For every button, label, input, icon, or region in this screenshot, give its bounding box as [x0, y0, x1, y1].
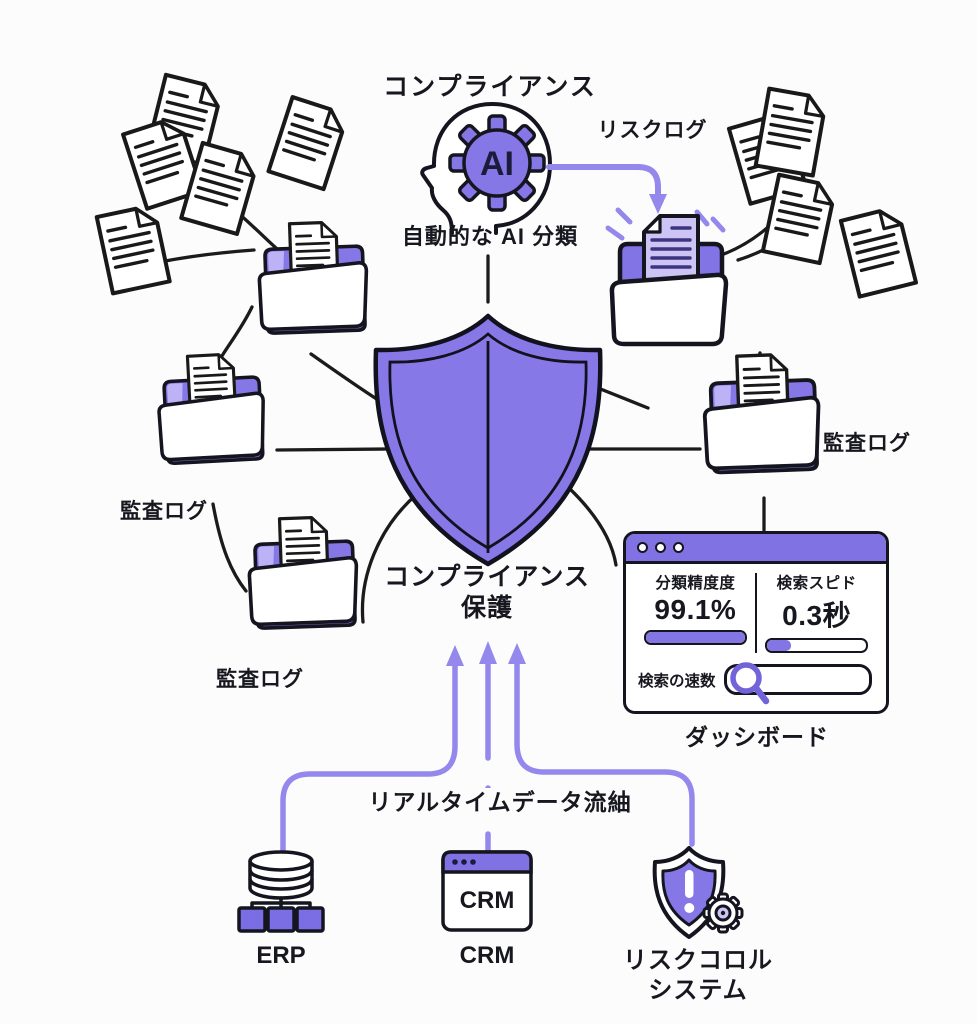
stats-divider: [754, 573, 758, 653]
head-ai-icon: AI: [420, 102, 552, 235]
dashboard-titlebar: [626, 534, 886, 564]
shield-icon: [373, 313, 603, 567]
progress-fill: [646, 632, 745, 643]
risk-log-label: リスクログ: [597, 119, 708, 142]
hero-title: コンプライアンス: [383, 73, 597, 101]
document-icon: [753, 86, 829, 178]
ai-gear-text: AI: [480, 145, 514, 183]
folder-icon-audit-left: [156, 352, 266, 463]
stat-accuracy-label: 分類精度度: [655, 575, 736, 592]
window-dot: [673, 542, 684, 553]
flow-lines: [280, 641, 695, 853]
dashboard-caption: ダッシボード: [685, 724, 829, 750]
dashboard-stats: 分類精度度 99.1% 検索スピド 0.3秒: [626, 564, 886, 657]
audit-log-label-right: 監査ログ: [823, 432, 911, 455]
shield-caption: コンプライアンス 保護: [337, 562, 637, 625]
search-label: 検索の速数: [638, 672, 716, 690]
risk-control-icon: [652, 846, 744, 939]
stat-speed-value: 0.3秒: [782, 600, 852, 631]
document-icon: [94, 203, 172, 296]
dashboard-search-row: 検索の速数: [626, 657, 886, 705]
sparkle-rays: [605, 207, 726, 241]
stat-accuracy: 分類精度度 99.1%: [638, 571, 753, 653]
audit-log-label-lower: 監査ログ: [216, 668, 304, 691]
document-icon: [266, 95, 350, 192]
document-cluster-right: [726, 86, 918, 299]
progress-fill: [767, 640, 791, 651]
window-dot: [637, 542, 648, 553]
gear-small-icon: [702, 892, 744, 934]
audit-log-label-left: 監査ログ: [120, 500, 208, 523]
realtime-flow-label: リアルタイムデータ流紬: [330, 788, 670, 817]
erp-label: ERP: [256, 942, 306, 969]
progress-bar-speed: [765, 638, 868, 653]
progress-bar-accuracy: [644, 630, 747, 645]
risk-system-label: リスクコロル システム: [588, 946, 808, 1006]
shield-caption-line1: コンプライアンス: [384, 563, 590, 591]
crm-label: CRM: [459, 942, 515, 969]
crm-window-text: CRM: [460, 887, 515, 914]
crm-window-icon: CRM: [441, 850, 533, 932]
search-icon: [729, 662, 769, 705]
erp-database-icon: [237, 850, 325, 933]
risk-log-folder-icon: [605, 207, 729, 347]
risk-system-label-line1: リスクコロル: [623, 947, 773, 974]
hero-caption: 自動的な AI 分類: [401, 224, 579, 249]
stat-speed-label: 検索スピド: [776, 575, 857, 592]
stat-speed: 検索スピド 0.3秒: [759, 571, 874, 653]
stat-accuracy-value: 99.1%: [654, 594, 737, 625]
shield-caption-line2: 保護: [460, 594, 513, 623]
ai-gear-icon: AI: [448, 114, 546, 212]
risk-log-arrow: [546, 164, 667, 214]
window-dot: [655, 542, 666, 553]
dashboard-window: 分類精度度 99.1% 検索スピド 0.3秒 検索の速数: [623, 531, 889, 714]
risk-system-label-line2: システム: [648, 977, 748, 1004]
document-icon: [838, 204, 918, 299]
search-input[interactable]: [723, 662, 872, 705]
